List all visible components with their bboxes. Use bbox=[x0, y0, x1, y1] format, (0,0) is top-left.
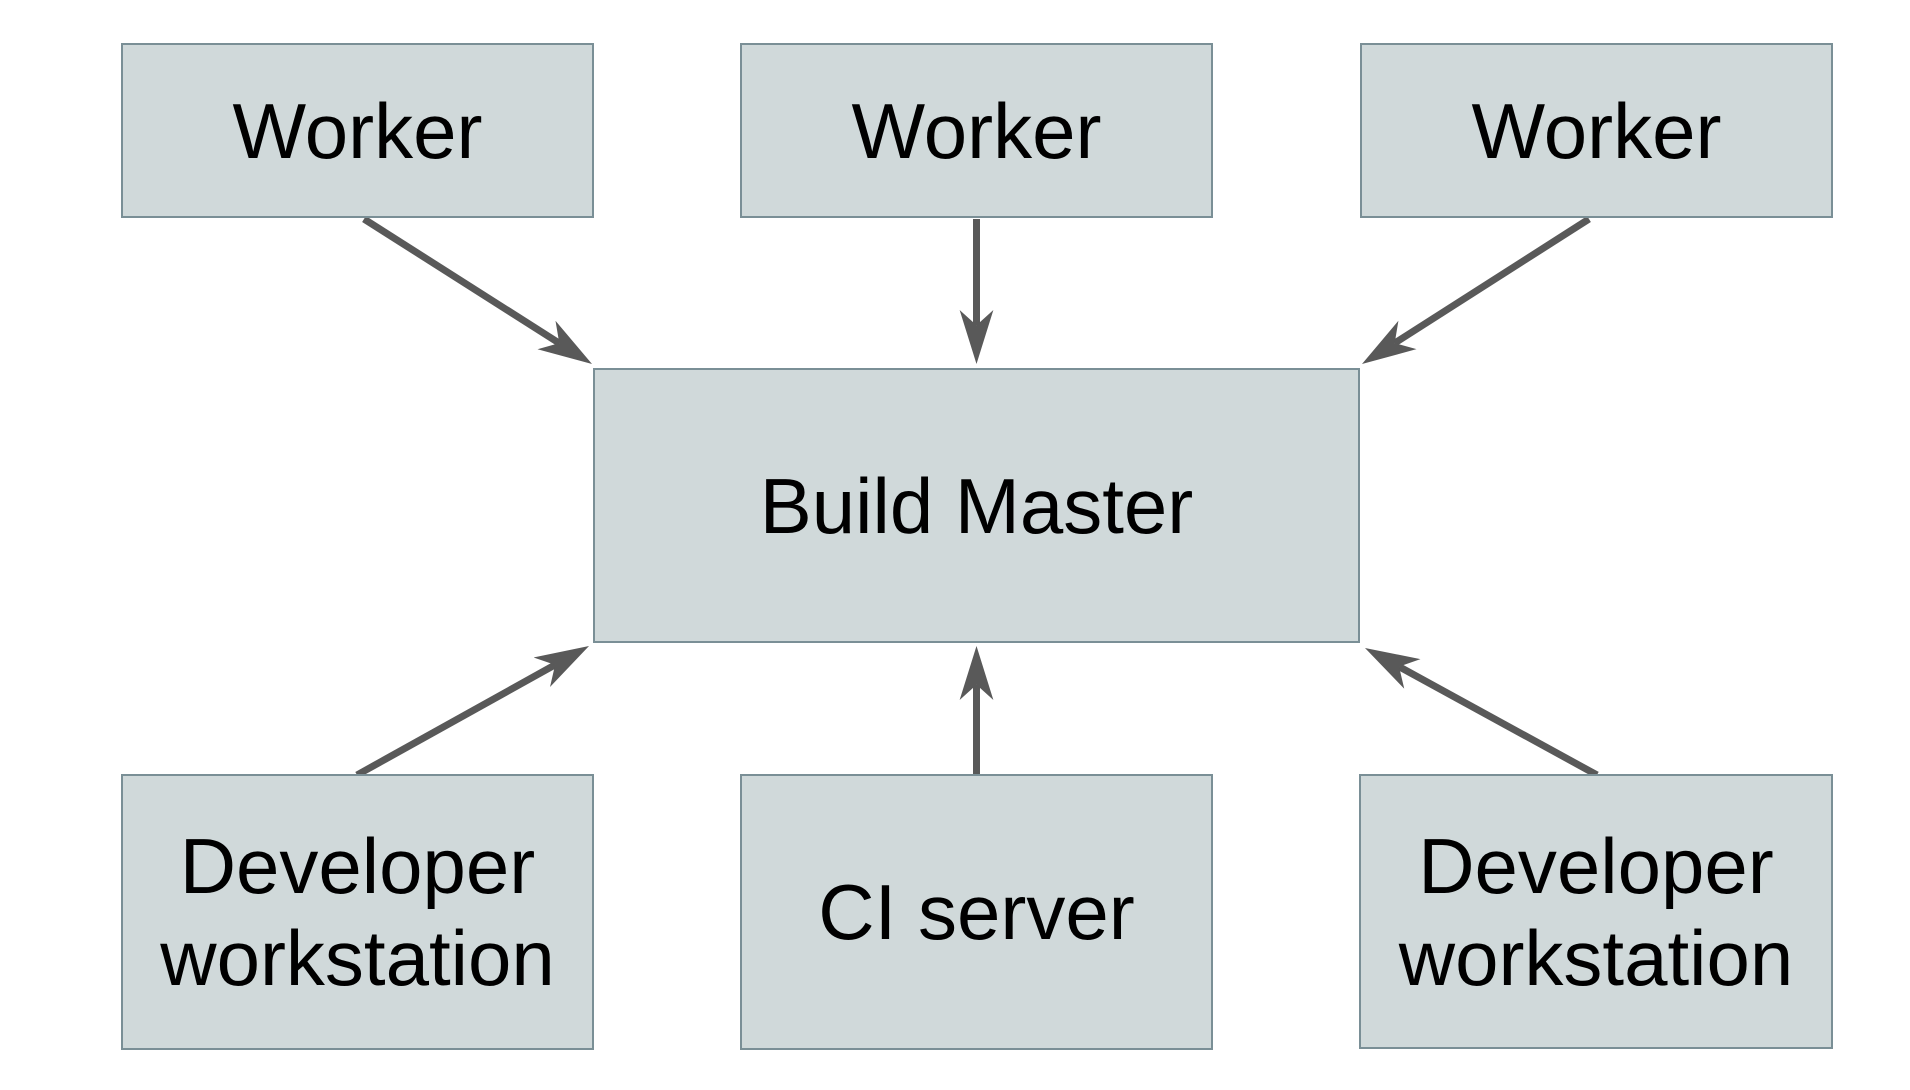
edge-developer-workstation-left-to-build-master bbox=[355, 645, 590, 779]
node-build-master: Build Master bbox=[593, 368, 1360, 643]
node-developer-workstation-right-label: Developer workstation bbox=[1398, 821, 1794, 1002]
node-worker-2: Worker bbox=[740, 43, 1213, 218]
edge-worker-1-to-build-master bbox=[362, 216, 593, 365]
edge-developer-workstation-right-to-build-master bbox=[1364, 647, 1599, 779]
node-developer-workstation-left-label: Developer workstation bbox=[160, 822, 555, 1002]
node-worker-3-label: Worker bbox=[1471, 86, 1722, 175]
edge-worker-3-to-build-master bbox=[1361, 216, 1591, 365]
node-ci-server-label: CI server bbox=[818, 868, 1135, 956]
node-worker-1: Worker bbox=[121, 43, 594, 218]
node-build-master-label: Build Master bbox=[759, 461, 1194, 550]
node-worker-1-label: Worker bbox=[232, 86, 483, 175]
node-worker-3: Worker bbox=[1360, 43, 1833, 218]
node-developer-workstation-left: Developer workstation bbox=[121, 774, 594, 1050]
node-developer-workstation-right: Developer workstation bbox=[1359, 774, 1833, 1049]
node-worker-2-label: Worker bbox=[851, 86, 1102, 175]
node-ci-server: CI server bbox=[740, 774, 1213, 1050]
